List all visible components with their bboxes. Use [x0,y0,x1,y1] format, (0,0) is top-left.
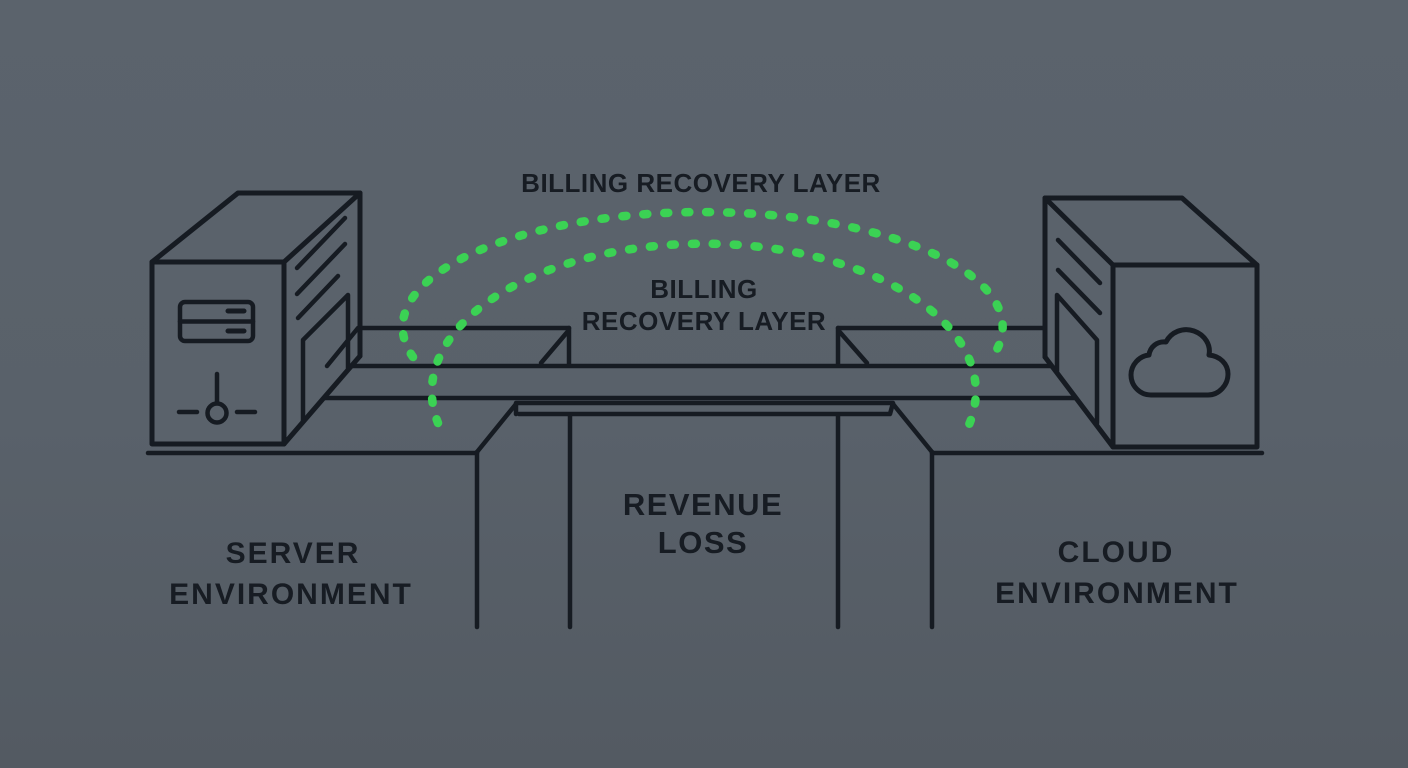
billing-recovery-top-label: BILLING RECOVERY LAYER [521,168,881,198]
server-drive-leds [225,308,247,334]
cloud-box-front-face [1110,262,1260,450]
billing-recovery-arcs [398,207,1007,432]
bridge-rail-endcap-left [324,325,361,369]
cloud-icon [1128,327,1231,398]
cloud-box-top-face [1042,195,1260,268]
server-box-silhouette [152,193,360,444]
bridge-understrip [513,400,896,417]
server-environment-label-line1: SERVER [226,537,361,570]
bridge [307,325,1089,417]
power-knob [205,401,229,425]
power-switch-icon [176,371,258,425]
cloud-box-side-door [1054,292,1100,426]
server-box-side-hatching [294,215,348,321]
server-box-side-door [300,292,351,424]
bridge-gusset-right [835,325,870,367]
server-environment-label-line2: ENVIRONMENT [169,578,413,611]
cliff-left-top-edge [474,401,519,455]
cloud-box-side-hatching [1055,237,1103,316]
cliff-right-top-edge [890,401,935,455]
bridge-gusset-left [538,325,572,367]
revenue-loss-label-line1: REVENUE [623,487,783,522]
diagram-labels: BILLING RECOVERY LAYER BILLING RECOVERY … [169,168,1239,611]
server-box [149,190,363,447]
billing-recovery-inner-label-line1: BILLING [650,274,758,304]
server-tower-icon [177,299,256,344]
billing-recovery-inner-label-line2: RECOVERY LAYER [582,306,826,336]
ground-and-chasm [145,401,1265,630]
cloud-environment-label-line2: ENVIRONMENT [995,577,1239,610]
revenue-loss-label-line2: LOSS [658,525,748,560]
server-box-side-bottom-edge [281,353,363,447]
server-box-top-face [149,190,363,265]
recovery-arc-inner [427,239,981,432]
cloud-box [1042,195,1260,450]
recovery-arc-outer [398,207,1007,362]
cloud-environment-label-line1: CLOUD [1058,536,1175,569]
